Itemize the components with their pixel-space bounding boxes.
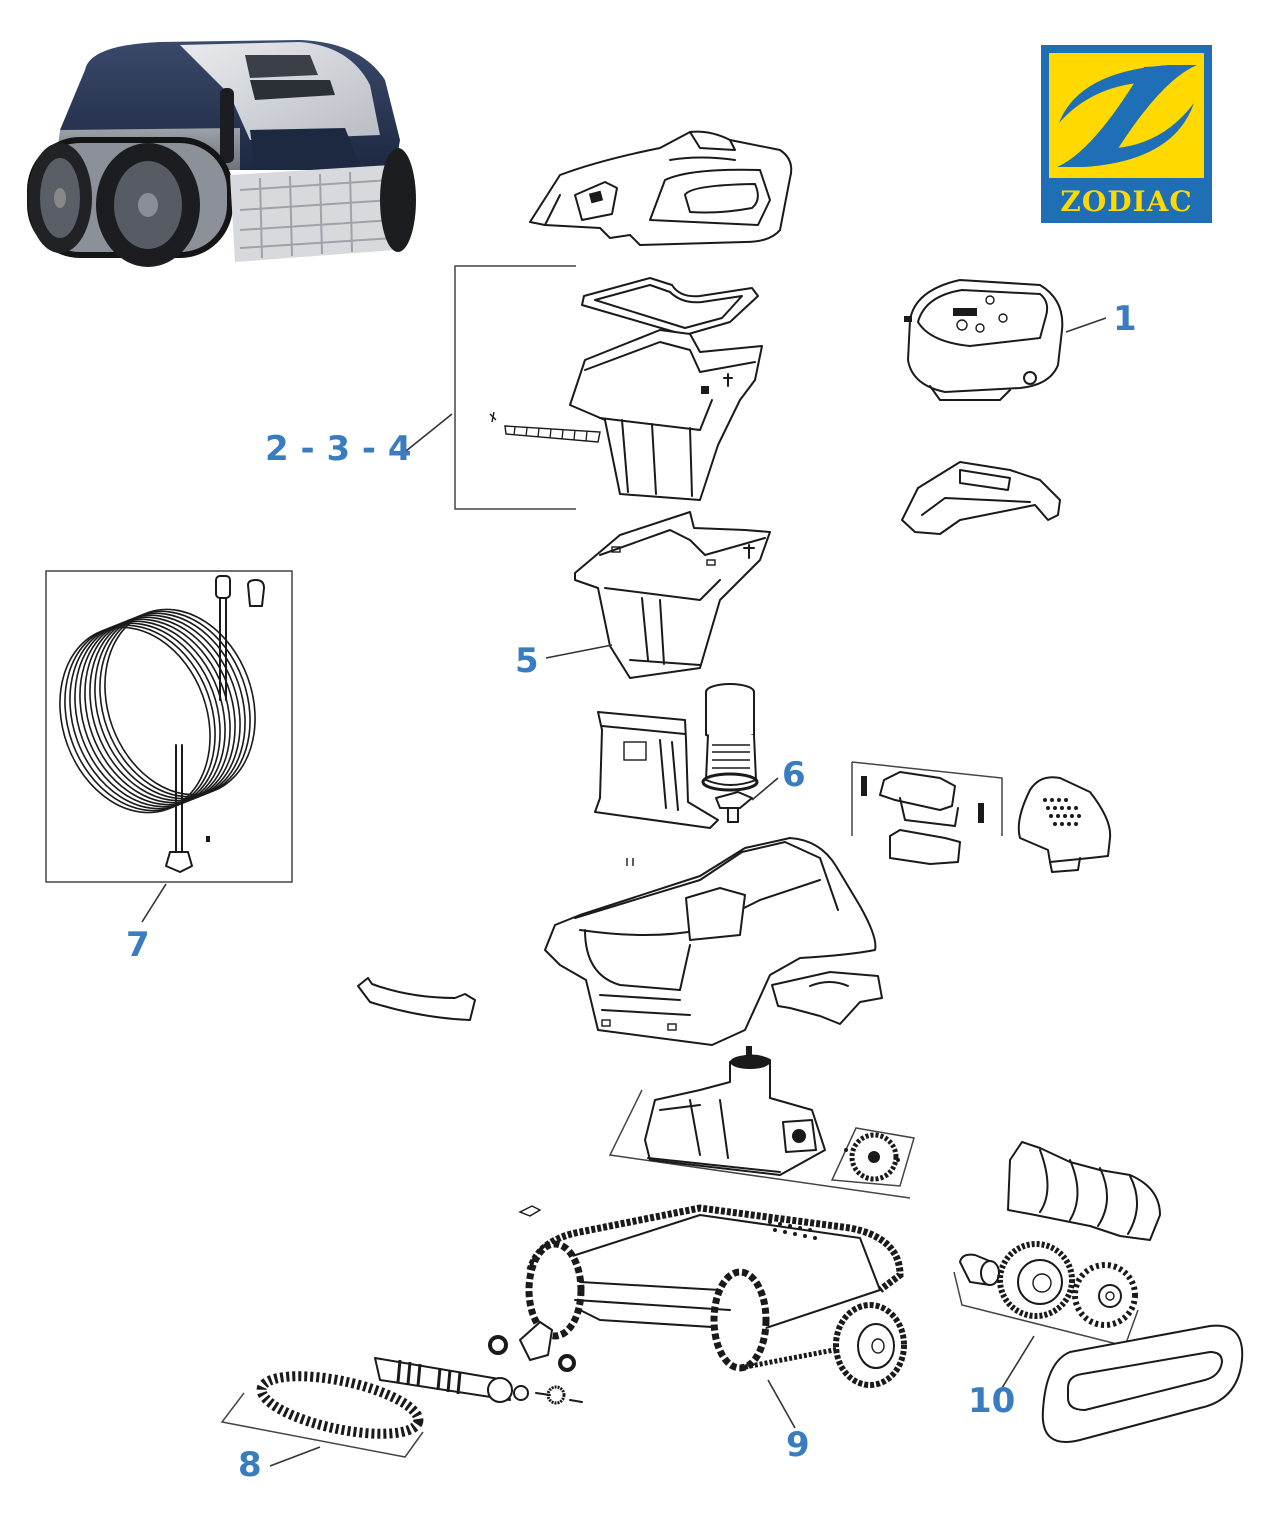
- top-cover-part: [529, 130, 793, 246]
- logo-wordmark: ZODIAC: [1060, 185, 1193, 218]
- power-supply-part: [904, 279, 1064, 401]
- handle-part: [357, 977, 476, 1021]
- group-bracket-2-3-4: [454, 265, 576, 510]
- callout-1: 1: [1113, 299, 1137, 339]
- filter-basket-lower-part: [574, 511, 771, 679]
- brush-assembly-part: [220, 1321, 583, 1458]
- track-belt-part: [1041, 1324, 1244, 1443]
- callout-7: 7: [126, 925, 150, 965]
- logo-z-mark: [1049, 53, 1204, 178]
- callout-10: 10: [968, 1381, 1016, 1421]
- side-clips-group: [851, 761, 1003, 865]
- motor-block-part: [608, 1046, 911, 1199]
- main-body-shell-part: [544, 837, 877, 1046]
- drive-gear-part: [830, 1127, 915, 1187]
- rear-grill-part: [1017, 776, 1112, 873]
- callout-8: 8: [238, 1445, 262, 1485]
- leader-lines: [141, 317, 1107, 1467]
- diffuser-part: [594, 711, 719, 829]
- callout-9: 9: [786, 1425, 810, 1465]
- chassis-tracks-part: [518, 1204, 907, 1388]
- robot-product-photo: [27, 40, 416, 267]
- filter-basket-upper-part: [489, 329, 763, 501]
- power-supply-stand-part: [901, 461, 1061, 535]
- callout-5: 5: [515, 641, 539, 681]
- zodiac-logo: ZODIAC: [1041, 45, 1212, 223]
- support-block-part: [771, 971, 883, 1025]
- impeller-cylinder-part: [701, 683, 759, 792]
- impeller-part: [715, 791, 753, 823]
- callout-2-3-4: 2 - 3 - 4: [265, 429, 412, 469]
- callout-6: 6: [782, 755, 806, 795]
- filter-lid-frame-part: [581, 277, 759, 336]
- floating-cable-part: [45, 570, 293, 883]
- drive-wheels-part: [953, 1141, 1161, 1347]
